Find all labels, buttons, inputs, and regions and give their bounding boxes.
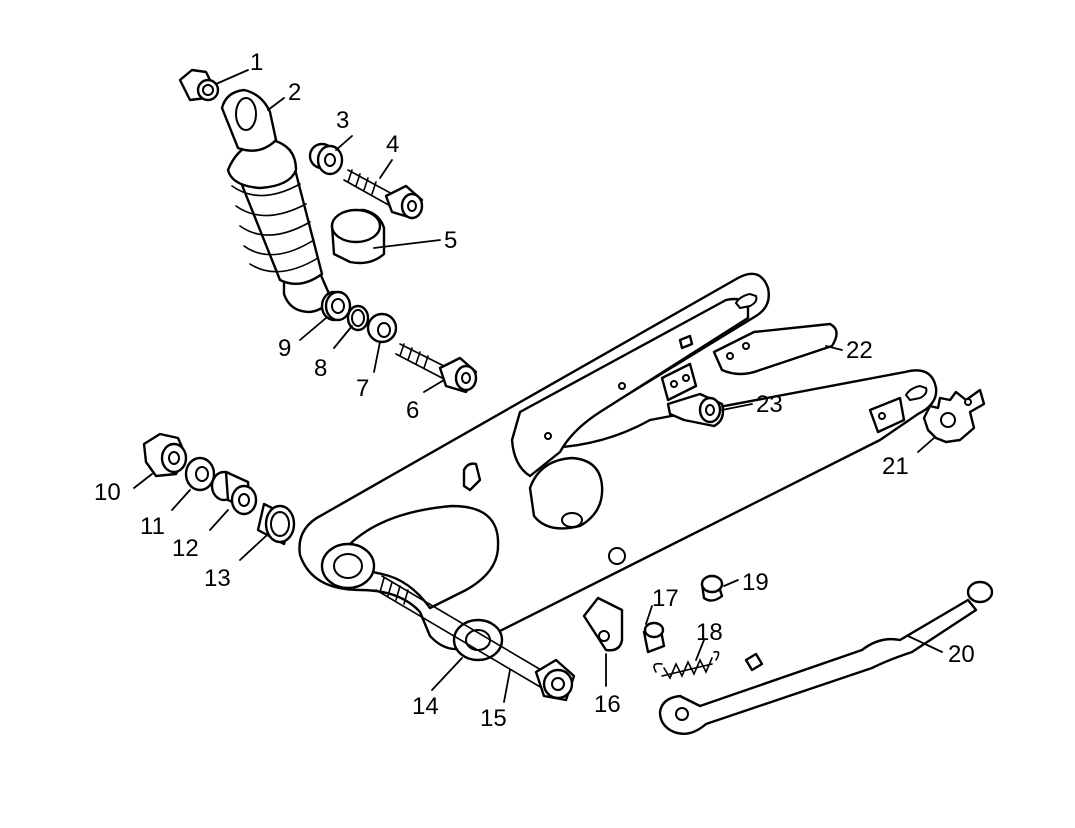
part-7-collar (366, 312, 398, 344)
part-11-washer (184, 456, 216, 492)
label-part-7: 7 (356, 375, 369, 402)
part-12-collar (210, 470, 258, 516)
label-part-13: 13 (204, 565, 231, 592)
label-part-2: 2 (288, 79, 301, 106)
part-8-o-ring (346, 304, 370, 332)
part-3-bushing (308, 142, 344, 176)
label-part-21: 21 (882, 453, 909, 480)
label-part-22: 22 (846, 337, 873, 364)
part-1-nut (178, 68, 220, 102)
part-9-bushing (320, 290, 352, 322)
part-4-bolt (343, 169, 424, 220)
label-part-20: 20 (948, 641, 975, 668)
part-16-bracket (582, 596, 624, 652)
part-21-sprocket-plate (922, 388, 986, 444)
label-part-23: 23 (756, 391, 783, 418)
part-22-chain-guide (712, 322, 838, 376)
label-part-16: 16 (594, 691, 621, 718)
label-part-11: 11 (140, 513, 165, 540)
label-part-6: 6 (406, 397, 419, 424)
label-part-14: 14 (412, 693, 439, 720)
label-part-12: 12 (172, 535, 199, 562)
part-5-cap (330, 208, 386, 265)
part-2-shock-absorber (220, 88, 332, 314)
part-6-bolt (395, 343, 478, 394)
part-17-spacer (642, 621, 666, 654)
part-23-clamp (666, 392, 725, 428)
part-13-needle-bearing (256, 502, 296, 546)
label-part-8: 8 (314, 355, 327, 382)
part-10-nut (142, 432, 188, 478)
part-15-pivot-bolt (375, 575, 576, 702)
label-part-19: 19 (742, 569, 769, 596)
label-part-18: 18 (696, 619, 723, 646)
label-part-1: 1 (250, 49, 263, 76)
label-part-5: 5 (444, 227, 457, 254)
part-20-brake-rod (658, 580, 994, 735)
label-part-10: 10 (94, 479, 121, 506)
label-part-4: 4 (386, 131, 399, 158)
leader-lines (133, 69, 943, 703)
callout-labels: 1 2 3 4 5 6 7 8 9 10 11 12 13 14 15 16 1… (94, 49, 975, 732)
label-part-15: 15 (480, 705, 507, 732)
label-part-17: 17 (652, 585, 679, 612)
label-part-9: 9 (278, 335, 291, 362)
part-19-cap (700, 574, 724, 602)
part-18-spring (653, 650, 720, 680)
label-part-3: 3 (336, 107, 349, 134)
